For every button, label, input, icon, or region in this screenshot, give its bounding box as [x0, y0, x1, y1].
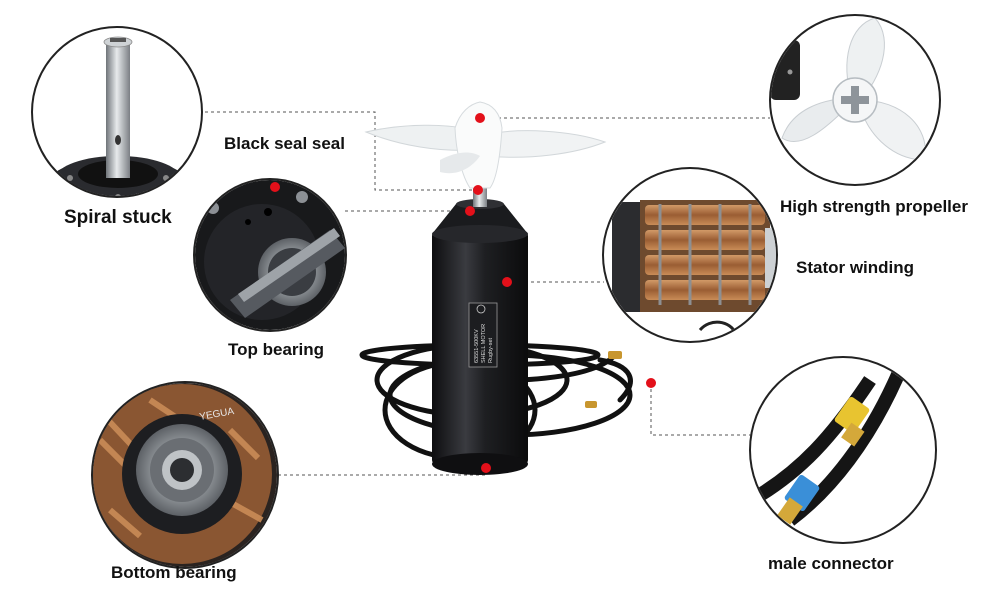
inset-bottom-bearing: YEGUA [91, 381, 279, 569]
cable-connector-tip [608, 351, 622, 359]
dot-top-bearing-seal [270, 182, 280, 192]
inset-propeller [769, 14, 941, 186]
leader-connector [650, 383, 752, 436]
label-black-seal-seal: Black seal seal [224, 134, 345, 153]
inset-stator-winding [602, 167, 778, 343]
motor-propeller [364, 101, 607, 189]
inset-spiral-stuck [31, 26, 203, 198]
dot-connector [646, 378, 656, 388]
inset-male-connector [749, 356, 937, 544]
dot-stator [502, 277, 512, 287]
motor-assembly: 63551-500KV SHELL MOTOR Rugby-set [359, 101, 633, 475]
inset-top-bearing [193, 178, 347, 332]
cable-connector-tip-2 [585, 401, 597, 408]
dot-seal [465, 206, 475, 216]
motor-plate-line2: SHELL MOTOR [481, 324, 487, 363]
callout-leader-lines [205, 111, 770, 476]
label-top-bearing: Top bearing [228, 340, 325, 359]
motor-plate-line3: Rugby-set [488, 337, 494, 363]
label-male-connector: male connector [768, 554, 894, 573]
label-high-strength-propeller: High strength propeller [780, 197, 968, 216]
dot-bottom-bearing [481, 463, 491, 473]
motor-plate: 63551-500KV SHELL MOTOR Rugby-set [468, 302, 498, 368]
dot-propeller [475, 113, 485, 123]
leader-spiral-stuck [205, 111, 478, 191]
label-bottom-bearing: Bottom bearing [111, 563, 237, 582]
label-spiral-stuck: Spiral stuck [64, 207, 172, 228]
dot-shaft [473, 185, 483, 195]
motor-plate-line1: 63551-500KV [474, 329, 480, 363]
label-stator-winding: Stator winding [796, 258, 915, 277]
motor-bottom-cap [432, 453, 528, 475]
callout-dots [465, 113, 656, 473]
